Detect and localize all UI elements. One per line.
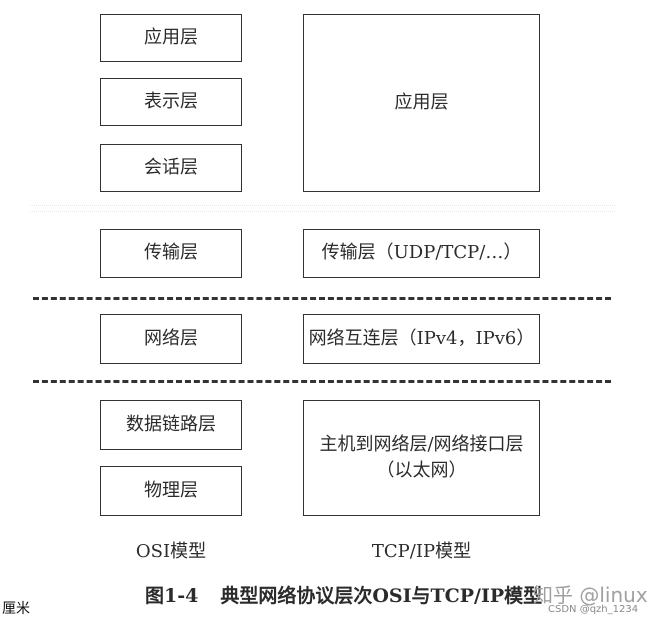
scan-line: [30, 205, 615, 206]
zhihu-watermark: 知乎 @linux: [533, 583, 648, 607]
osi-model-label: OSI模型: [135, 541, 207, 562]
corner-text: 厘米: [0, 598, 34, 618]
figure-caption: 图1-4 典型网络协议层次OSI与TCP/IP模型: [145, 581, 542, 608]
dashed-separator-upper: [33, 297, 611, 300]
tcpip-layer-transport: 传输层（UDP/TCP/…）: [303, 229, 540, 278]
osi-layer-data-link: 数据链路层: [100, 400, 242, 450]
scan-line: [30, 211, 615, 212]
dashed-separator-lower: [33, 380, 611, 383]
osi-layer-physical: 物理层: [100, 466, 242, 516]
csdn-watermark: CSDN @qzh_1234: [548, 604, 639, 615]
figure-number: 图1-4: [145, 585, 199, 607]
osi-layer-presentation: 表示层: [100, 78, 242, 126]
tcpip-model-label: TCP/IP模型: [371, 541, 472, 562]
tcpip-layer-application: 应用层: [303, 14, 540, 192]
osi-layer-transport: 传输层: [100, 229, 242, 278]
osi-layer-application: 应用层: [100, 14, 242, 62]
figure-caption-text: 典型网络协议层次OSI与TCP/IP模型: [220, 585, 543, 607]
osi-layer-session: 会话层: [100, 144, 242, 192]
tcpip-layer-network-interface: 主机到网络层/网络接口层 （以太网）: [303, 400, 540, 516]
tcpip-layer-internet: 网络互连层（IPv4，IPv6）: [303, 314, 540, 364]
osi-layer-network: 网络层: [100, 314, 242, 364]
